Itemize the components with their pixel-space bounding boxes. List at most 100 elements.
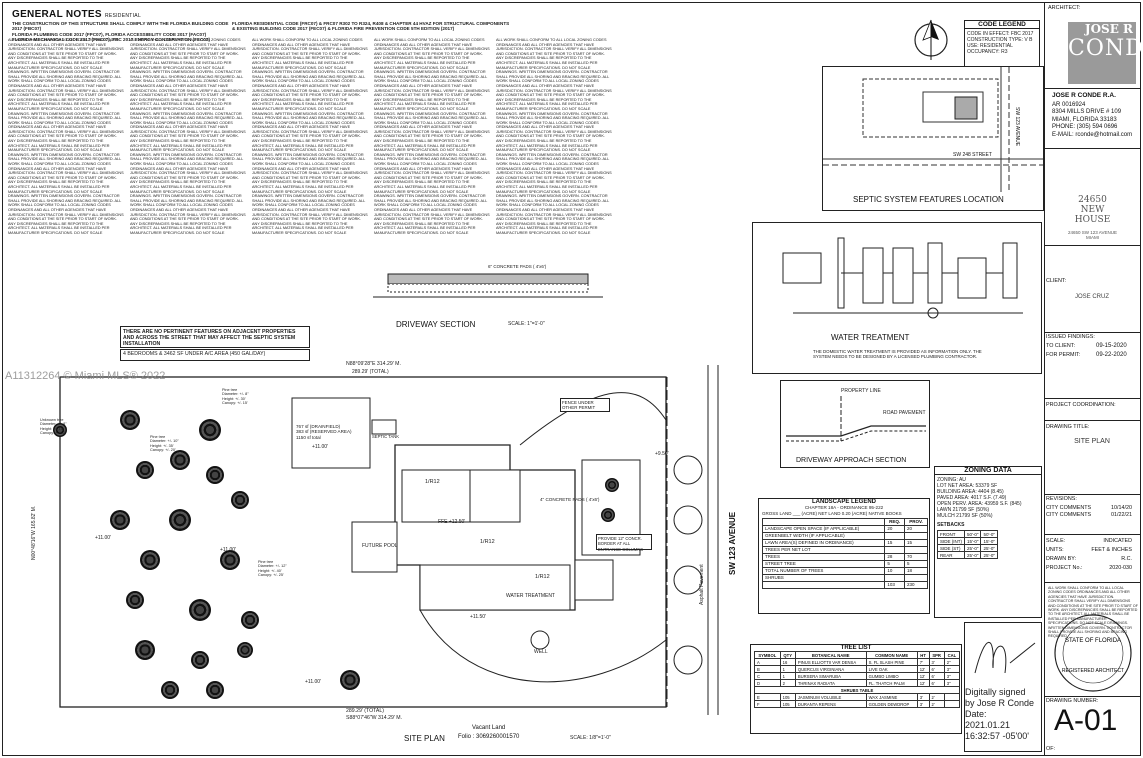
sheet-number: A-01 [1054,704,1118,737]
drawn-row: DRAWN BY:R.C. [1046,556,1132,562]
tree-note-line: Diameter: +/- 10" [150,439,179,444]
roof-label: 1/R12 [535,574,550,580]
units-row: UNITS:FEET & INCHES [1046,547,1132,553]
well [530,630,550,650]
codes-block: THE CONSTRUCTION OF THIS STRUCTURE SHALL… [12,21,229,43]
asphalt-label: Asphalt Pavement [699,564,705,605]
bearing-left: N00°48'16"W 165.82' M. [31,505,37,560]
landscape-legend: LANDSCAPE LEGEND CHAPTER 18A - ORDINANCE… [758,498,930,614]
tree-note-line: Canopy: +/- 20' [150,448,176,453]
well-label: WELL [534,649,548,655]
codes-block-right: FLORIDA RESIDENTIAL CODE (FRC07) & FRC07… [232,21,510,32]
signature-block: Digitally signed by Jose R Conde Date: 2… [964,622,1042,752]
distance-bottom: 289.29' (TOTAL) [346,708,384,714]
street-tree [673,505,703,535]
tree-note-line: Canopy: +/- 25' [258,573,284,578]
elevation-label: +11.00' [305,679,322,685]
zoning-line: ZONING: AU [937,477,966,483]
general-notes-column: ALL WORK SHALL CONFORM TO ALL LOCAL ZONI… [252,38,368,234]
pine-tree-icon [191,651,209,669]
driveway-scale: SCALE: 1"=1'-0" [508,321,545,327]
pine-tree-icon [340,670,360,690]
water-title: WATER TREATMENT [831,333,910,342]
driveway-curve [419,609,667,683]
water-treatment-label: WATER TREATMENT [506,593,555,599]
tree-note-line: Unknown tree [40,418,64,422]
client-label: CLIENT: [1046,278,1067,284]
general-notes-column: ALL WORK SHALL CONFORM TO ALL LOCAL ZONI… [130,38,246,234]
drainfield-label: 767 sf (DRAINFIELD) 383 sf (RESERVED ARE… [296,424,352,440]
septic-location-detail: SW 248 STREET SW 123 AVENUE SEPTIC SYSTE… [822,66,1044,211]
pine-tree-icon [169,509,191,531]
signature-line: 2021.01.21 [965,720,1011,730]
tree-note-line: Pine tree [222,388,238,392]
general-notes-title: GENERAL NOTES RESIDENTIAL [12,9,142,20]
architect-label: ARCHITECT: [1048,5,1081,11]
bearing-top: N88°09'28"E 314.29' M. [346,361,401,367]
roof-label: 1/R12 [425,479,440,485]
septic-tank [371,419,397,435]
pine-tree-icon [120,410,140,430]
architect-info: JOSE R CONDE R.A. AR 0016924 8304 MILLS … [1052,92,1133,138]
septic-tank-label: SEPTIC TANK [372,434,400,439]
divider [1044,245,1141,246]
general-notes-column: ALL WORK SHALL CONFORM TO ALL LOCAL ZONI… [374,38,490,234]
pine-tree-icon [161,681,179,699]
driveway-section-title: DRIVEWAY SECTION [396,320,476,329]
revisions-label: REVISIONS: [1046,496,1077,502]
tree-note-line: Diameter: +/- 12" [258,564,287,569]
tree-note-line: Height: +/- 40' [258,568,282,573]
driveway-approach-detail: PROPERTY LINE ROAD PAVEMENT DRIVEWAY APP… [780,380,930,468]
tree-note-line: Diameter: +/- 8" [222,392,249,397]
fence-note: FENCE UNDER OTHER PERMIT [560,398,610,412]
pine-tree-icon [126,591,144,609]
tree-note-line: Pine tree [150,435,166,439]
tree-cell: GOLDEN DEWDROP [865,700,918,708]
drawing-number-label: DRAWING NUMBER: [1046,698,1099,704]
pine-tree-icon [110,510,130,530]
seal-text: STATE OF FLORIDA [1065,638,1121,644]
signature-line: 16:32:57 -05'00' [965,731,1029,741]
folio-label: Folio : 3069260001570 [458,734,520,740]
zoning-line: MULCH 21799 SF (50%) [937,513,993,519]
elevation-label: +11.00' [95,535,112,541]
project-no-row: PROJECT No.:2020-030 [1046,565,1132,571]
mls-watermark: A11312264 © Miami MLS® 2022 [5,370,166,382]
pine-tree-icon [199,419,221,441]
pine-tree-icon [135,640,155,660]
road-pavement-label: ROAD PAVEMENT [883,410,926,416]
to-client-row: TO CLIENT:09-15-2020 [1046,343,1127,349]
bearing-bottom: S88°07'46"W 314.29' M. [346,715,403,721]
north-arrow-icon [914,19,948,60]
water-treatment-detail: WATER TREATMENT THE DOMESTIC WATER TREAT… [752,222,1042,374]
property-line-label: PROPERTY LINE [841,388,881,394]
project-address: 24650 SW 123 AVENUE MIAMI [1068,230,1117,240]
street-tree [673,645,703,675]
tree-cell [943,700,961,708]
divider [1044,420,1141,421]
elevation-label: +11.00' [312,444,329,450]
driveway-section-detail: 6" CONCRETE PADS ( 4'x6') DRIVEWAY SECTI… [368,262,608,334]
for-permit-row: FOR PERMIT:09-22-2020 [1046,352,1127,358]
pine-tree-icon [170,450,190,470]
client-name: JOSE CRUZ [1074,294,1109,300]
elevation-label: +9.50' [655,451,669,457]
elevation-label: +11.50' [470,614,487,620]
pine-tree-icon [605,478,619,492]
landscape-cell: 230 [904,580,928,589]
septic-title: SEPTIC SYSTEM FEATURES LOCATION [853,195,1004,204]
landscape-table: REQ.PROV.LANDSCAPE OPEN SPACE (IF APPLIC… [761,517,928,589]
signature-line: Date: [965,709,987,719]
zoning-line: LOT NET AREA: 53379 SF [937,483,998,489]
coordination-label: PROJECT COORDINATION: [1046,402,1116,408]
divider [1044,332,1141,333]
